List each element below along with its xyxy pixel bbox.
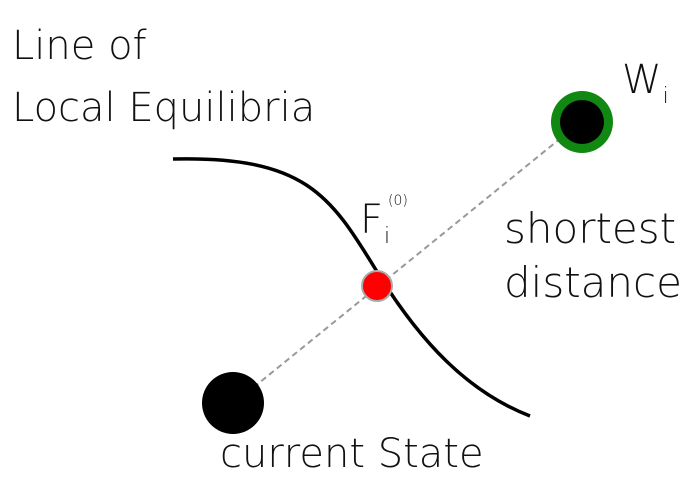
target-letter: W: [622, 57, 662, 103]
target-subscript: i: [662, 84, 669, 109]
equilibrium-curve: [172, 157, 531, 418]
title-line-2: Local Equilibria: [12, 85, 316, 131]
intersection-subscript: i: [384, 224, 391, 249]
current-state-label: current State: [220, 431, 484, 477]
distance-label-line-1: shortest: [504, 204, 677, 253]
target-point: [560, 100, 604, 144]
intersection-superscript: (0): [388, 193, 408, 209]
intersection-letter: F: [360, 197, 384, 243]
shortest-distance-line: [237, 124, 578, 401]
current-state-point: [202, 372, 264, 434]
distance-label-line-2: distance: [504, 258, 682, 307]
title-line-1: Line of: [12, 23, 147, 69]
target-label: Wi: [622, 57, 669, 108]
intersection-label: Fi (0): [360, 194, 408, 248]
intersection-point: [361, 270, 393, 302]
